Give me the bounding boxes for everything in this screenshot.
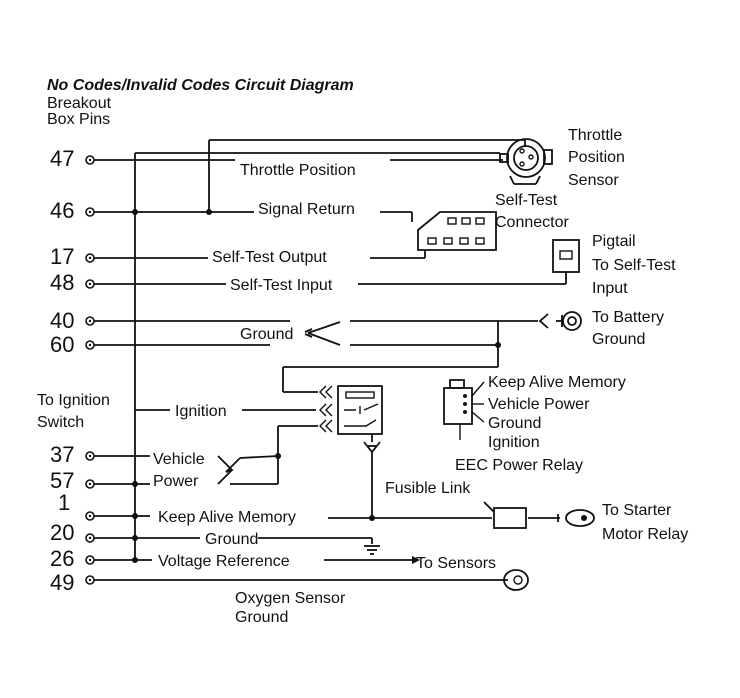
pin-17-label: 17 [50,244,74,269]
ground-label: Ground [240,326,293,343]
signal-return-label: Signal Return [258,201,355,218]
wire-voltage-reference [94,556,420,564]
tps-label-line1: Throttle [568,127,622,144]
pin-49-label: 49 [50,570,74,595]
pin-46-label: 46 [50,198,74,223]
ignition-switch-label-line1: To Ignition [37,392,110,409]
pin-57-label: 57 [50,468,74,493]
self-test-input-label: Self-Test Input [230,277,333,294]
self-test-connector-label-line1: Self-Test [495,192,558,209]
tps-label-line2: Position [568,149,625,166]
wire-self-test-input [94,272,567,285]
pin-37-label: 37 [50,442,74,467]
relay-legend-ignition: Ignition [488,434,540,451]
battery-ground-label-line2: Ground [592,331,645,348]
wire-oxygen-sensor-ground [94,569,529,591]
ring-terminal-icon [557,509,595,527]
junction-dot [132,513,138,519]
diagram-title: No Codes/Invalid Codes Circuit Diagram [47,77,354,94]
keep-alive-memory-label: Keep Alive Memory [158,509,296,526]
oxygen-sensor-ground-label-line1: Oxygen Sensor [235,590,346,607]
ground2-label: Ground [205,531,258,548]
breakout-label-line1: Breakout [47,95,112,112]
relay-legend-ground: Ground [488,415,541,432]
to-sensors-label: To Sensors [416,555,496,572]
eec-power-relay-label: EEC Power Relay [455,457,583,474]
junction-dot [275,453,281,459]
wire-signal-return [94,211,413,222]
tps-label-line3: Sensor [568,172,619,189]
battery-ground-label-line1: To Battery [592,309,664,326]
oxygen-sensor-ground-label-line2: Ground [235,609,288,626]
vehicle-label: Vehicle [153,451,205,468]
starter-relay-label-line1: To Starter [602,502,672,519]
breakout-label-line2: Box Pins [47,111,110,128]
ignition-switch-label-line2: Switch [37,414,84,431]
pin-1-label: 1 [58,490,70,515]
wire-throttle-position [94,140,526,161]
voltage-reference-label: Voltage Reference [158,553,290,570]
junction-dot [132,209,138,215]
pigtail-connector-icon [552,239,580,273]
pin-terminal-icon [85,155,95,585]
fusible-link-icon [493,507,527,529]
ignition-label: Ignition [175,403,227,420]
wire-vehicle-power [94,425,318,485]
pigtail-label-line2: To Self-Test [592,257,676,274]
junction-dot [132,535,138,541]
battery-ground-icon [561,311,582,331]
junction-dot [206,209,212,215]
junction-dot [132,481,138,487]
throttle-position-label: Throttle Position [240,162,356,179]
pigtail-label-line3: Input [592,280,628,297]
junction-dot [132,557,138,563]
power-label: Power [153,473,199,490]
ground-symbol-icon [364,545,380,555]
pin-20-label: 20 [50,520,74,545]
wire-keep-alive-memory [94,452,560,519]
relay-icon [319,385,383,454]
wire-self-test-output [94,250,426,259]
bus-wires [134,139,525,560]
connector-icon [417,211,497,251]
junction-dot [369,515,375,521]
starter-relay-label-line2: Motor Relay [602,526,688,543]
relay-legend-keep-alive: Keep Alive Memory [488,374,626,391]
self-test-connector-label-line2: Connector [495,214,569,231]
relay-pinout-icon [443,379,485,440]
pigtail-label-line1: Pigtail [592,233,636,250]
junction-dot [495,342,501,348]
pin-47-label: 47 [50,146,74,171]
wire-ground-20 [94,537,373,544]
pin-48-label: 48 [50,270,74,295]
pin-26-label: 26 [50,546,74,571]
self-test-output-label: Self-Test Output [212,249,327,266]
pin-40-label: 40 [50,308,74,333]
throttle-sensor-icon [499,138,553,185]
pin-60-label: 60 [50,332,74,357]
fusible-link-label: Fusible Link [385,480,471,497]
relay-legend-vehicle-power: Vehicle Power [488,396,590,413]
